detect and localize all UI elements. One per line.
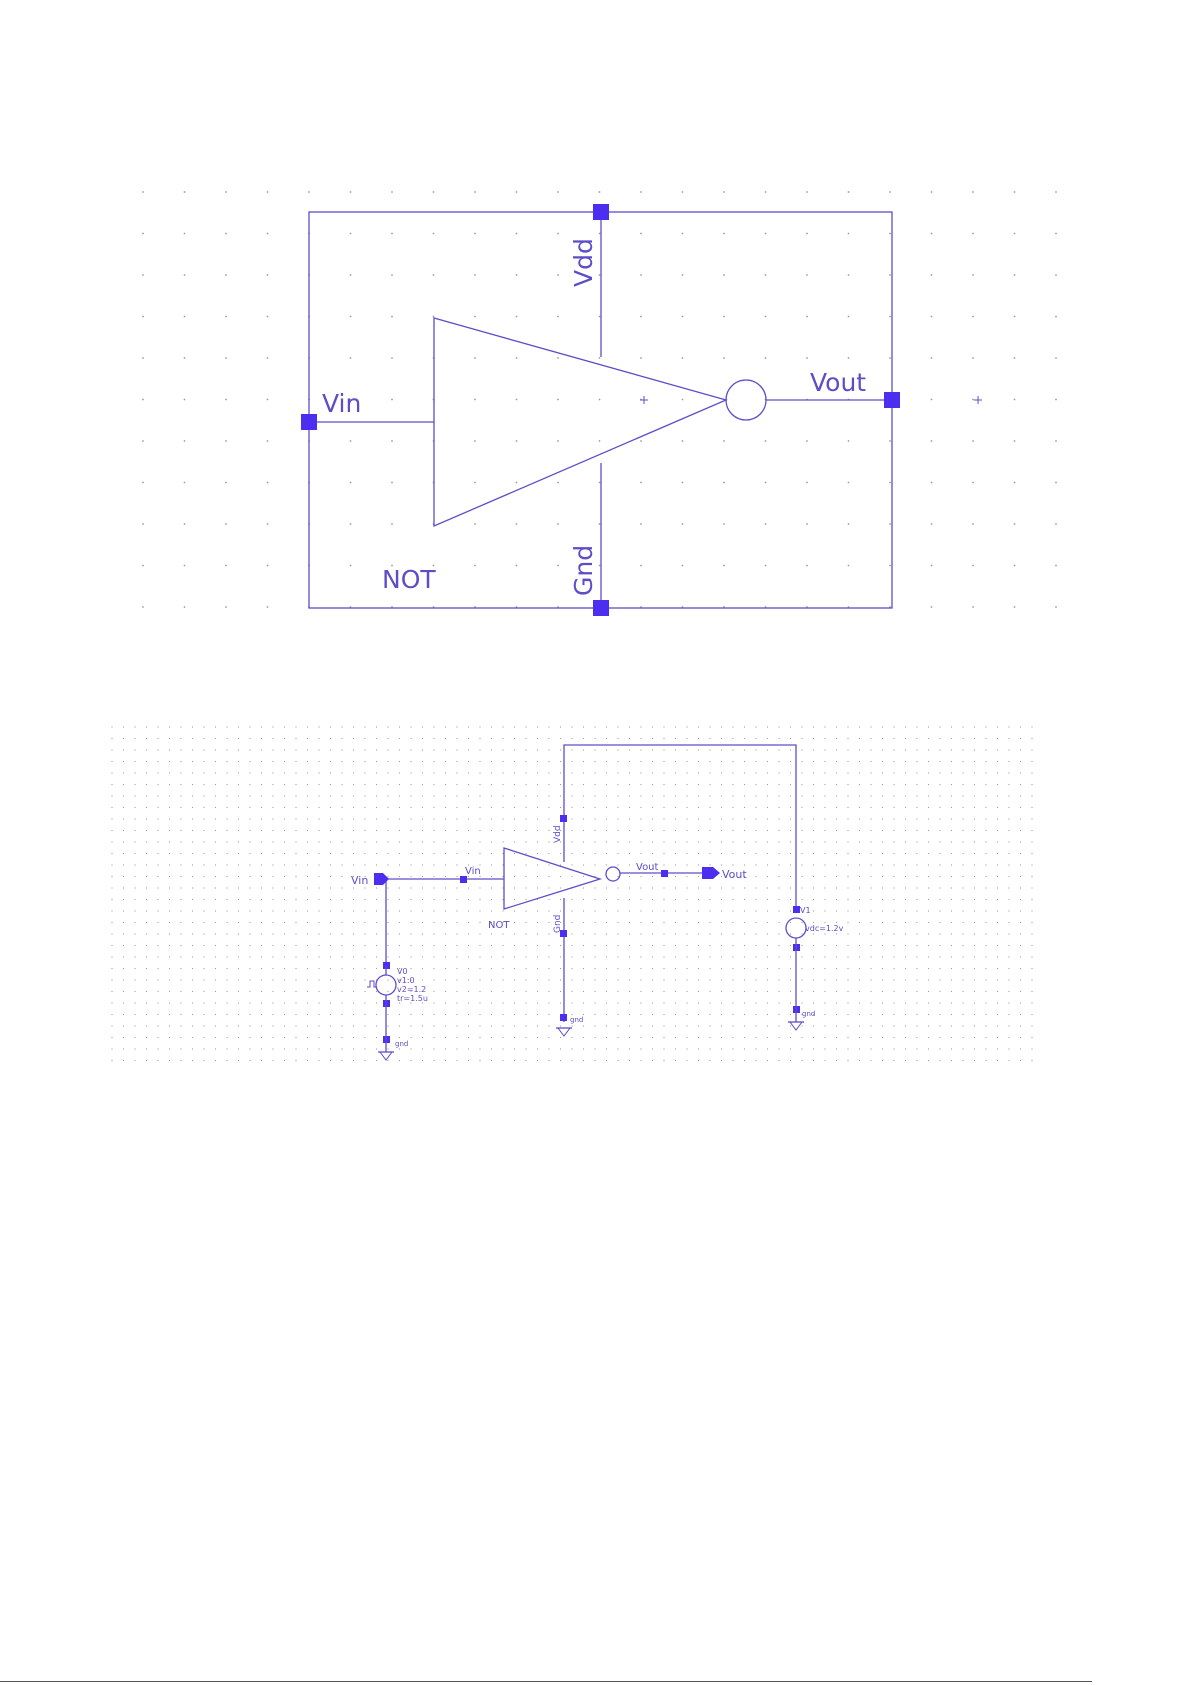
symbol-canvas: Vin Vout NOT Vdd Gnd	[0, 0, 1192, 700]
v0-name-label: V0	[397, 967, 408, 976]
vin-label: Vin	[322, 389, 361, 418]
grid-dots	[142, 191, 1057, 608]
symbol-name-label: NOT	[382, 565, 436, 594]
gnd-symbol-inverter	[558, 1028, 570, 1036]
instance-bubble	[606, 867, 620, 881]
test-schematic-view: Vin Vout Vin Vout NOT Vdd Gnd V0 v1:0 v2…	[0, 700, 1192, 1100]
v1-plus-pin[interactable]	[793, 906, 800, 913]
instance-name-label: NOT	[488, 920, 510, 931]
v0-gnd-label: gnd	[395, 1040, 408, 1048]
page-footer-rule	[0, 1681, 1092, 1682]
v0-v2-label: v2=1.2	[397, 985, 426, 994]
v1-gnd-label: gnd	[802, 1010, 815, 1018]
gnd-symbol-v0	[380, 1052, 392, 1060]
vout-pin[interactable]	[884, 392, 900, 408]
gnd-symbol-pin[interactable]	[560, 1014, 567, 1021]
grid-dots	[111, 726, 1032, 1061]
vdd-net-wire	[564, 745, 796, 908]
instance-vdd-label: Vdd	[553, 825, 563, 843]
gnd-pin[interactable]	[593, 600, 609, 616]
instance-vdd-pin[interactable]	[560, 815, 567, 822]
instance-vin-pin[interactable]	[460, 876, 467, 883]
v1-name-label: V1	[800, 906, 811, 915]
vdd-label: Vdd	[569, 238, 598, 287]
v0-v1-label: v1:0	[397, 976, 415, 985]
vout-port-label: Vout	[722, 868, 747, 881]
vout-label: Vout	[810, 368, 866, 397]
v1-vdc-label: vdc=1.2v	[805, 924, 844, 933]
gnd-symbol-v1	[790, 1022, 802, 1030]
not-symbol-view: Vin Vout NOT Vdd Gnd	[0, 0, 1192, 700]
v0-tr-label: tr=1.5u	[397, 994, 428, 1003]
vin-pin[interactable]	[301, 414, 317, 430]
vin-port-label: Vin	[351, 874, 368, 887]
inverter-gnd-label: gnd	[570, 1016, 583, 1024]
instance-gnd-label: Gnd	[553, 915, 563, 933]
inverter-triangle	[434, 318, 726, 526]
vdd-pin[interactable]	[593, 204, 609, 220]
instance-vout-pin[interactable]	[661, 870, 668, 877]
vout-port[interactable]	[702, 867, 720, 879]
dc-source-symbol	[786, 918, 806, 938]
schematic-canvas: Vin Vout Vin Vout NOT Vdd Gnd V0 v1:0 v2…	[0, 700, 1192, 1100]
gnd-label: Gnd	[569, 545, 598, 596]
pulse-source-symbol	[376, 975, 396, 995]
instance-vout-label: Vout	[636, 862, 659, 873]
vin-port[interactable]	[374, 873, 389, 885]
instance-triangle	[504, 848, 600, 909]
inverter-bubble	[726, 380, 766, 420]
instance-vin-label: Vin	[465, 866, 481, 877]
